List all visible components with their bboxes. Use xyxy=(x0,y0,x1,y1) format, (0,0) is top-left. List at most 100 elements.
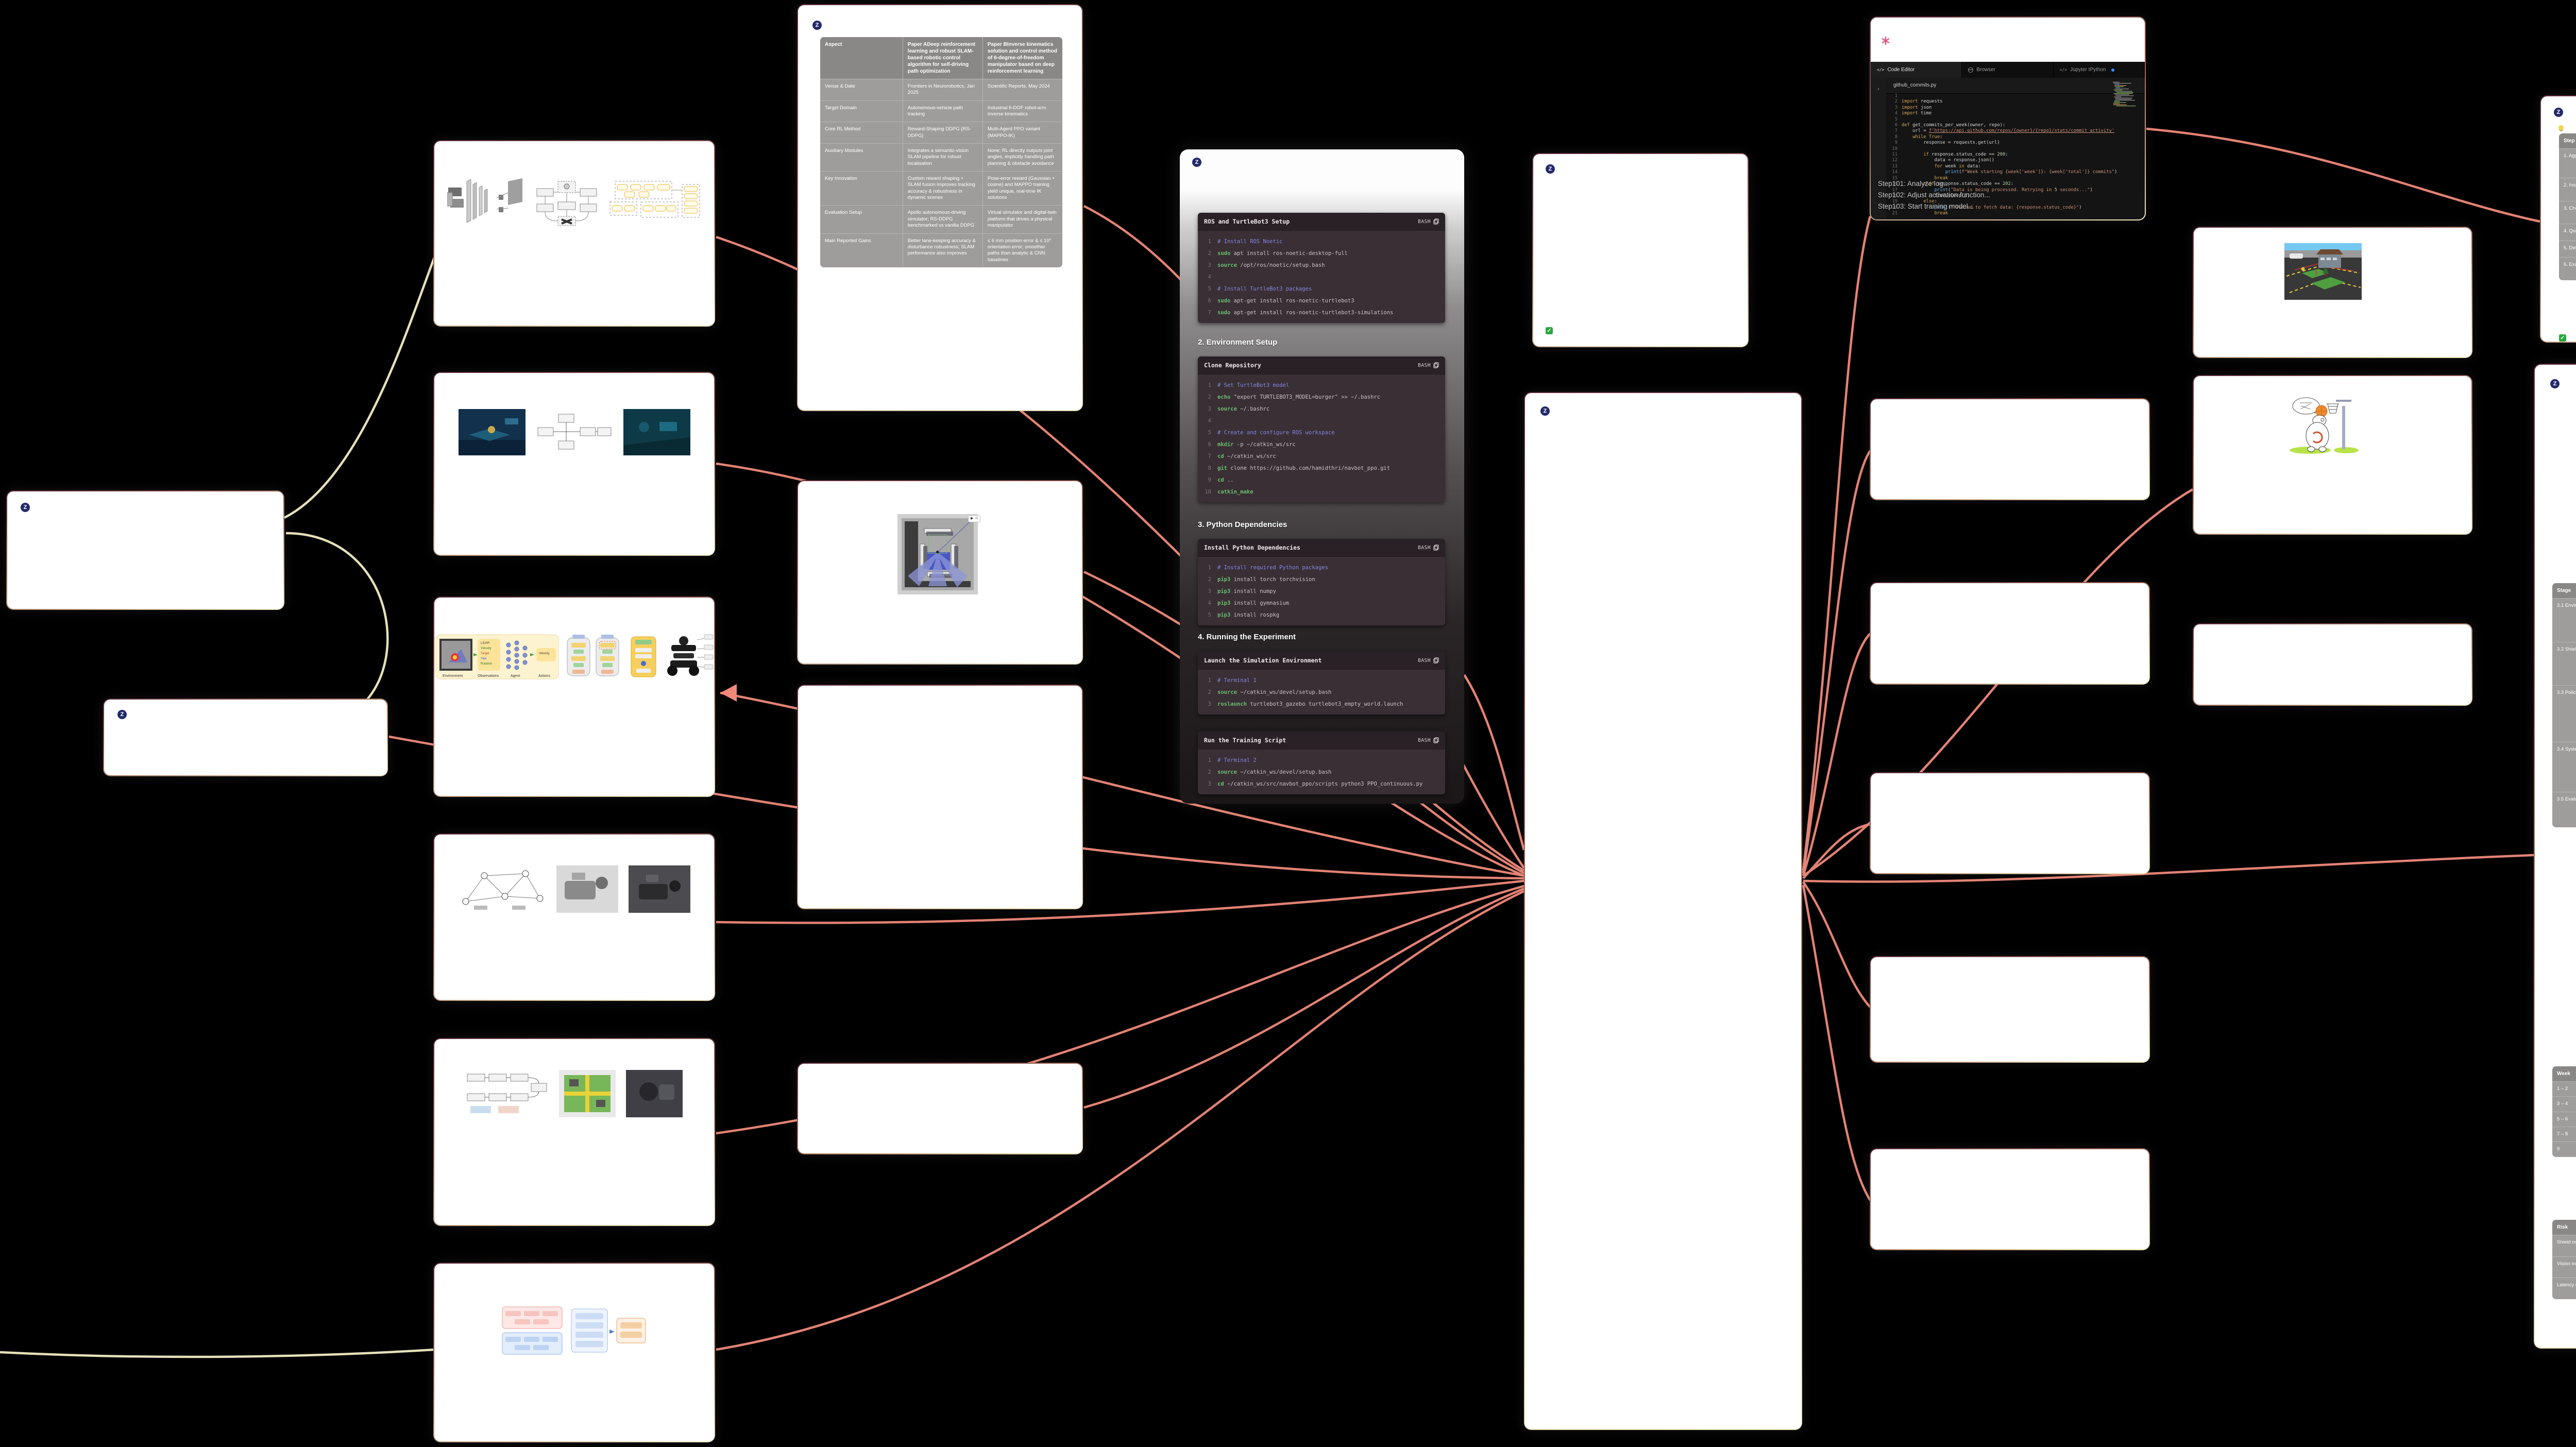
table-header-row: RiskMitigation xyxy=(2552,1220,2576,1235)
copy-icon[interactable] xyxy=(1433,544,1439,551)
figure-sim-map xyxy=(558,1070,616,1117)
figure-underwater-sim xyxy=(458,409,526,455)
figure-rl-loop-diagram xyxy=(536,181,597,226)
note-card-empty-4[interactable] xyxy=(797,1063,1083,1154)
note-card-empty-2[interactable]: Z xyxy=(103,699,388,776)
table-row: Latency on real robotOptimise TorchScrip… xyxy=(2552,1278,2576,1300)
robot-dunk-comic-card[interactable] xyxy=(2193,375,2472,535)
code-line: 7 url = f'https://api.github.com/repos/{… xyxy=(1894,128,2115,134)
table-row: Vision model overfitting to simulationUs… xyxy=(2552,1256,2576,1278)
copy-icon[interactable] xyxy=(1433,218,1439,225)
risk-mitigation-table: RiskMitigationShield overly conservative… xyxy=(2552,1220,2576,1300)
table-cell: Reward-Shaping DDPG (RS-DDPG) xyxy=(902,122,982,144)
code-line: 18 time.sleep(5) xyxy=(1892,193,1970,198)
table-row: 3.4 System IntegrationProvide a ROS 2 no… xyxy=(2552,741,2576,792)
z-badge-icon: Z xyxy=(1540,406,1550,416)
editor-sidebar[interactable]: › xyxy=(1871,78,1886,219)
code-block-lang[interactable]: BASH xyxy=(1418,362,1439,368)
tab-browser[interactable]: Browser xyxy=(1962,62,2054,78)
tab-code-editor[interactable]: </>Code Editor xyxy=(1871,62,1962,78)
paper-figures-card-2[interactable] xyxy=(433,372,715,556)
table-row: 3.2 Shield DesignSpecify safety constrai… xyxy=(2552,641,2576,686)
code-line: 13 for week in data: xyxy=(1892,163,1981,169)
code-line: 1 xyxy=(1894,93,1897,98)
figure-row xyxy=(434,865,714,913)
code-block-lang[interactable]: BASH xyxy=(1418,737,1439,743)
svg-text:LiDAR: LiDAR xyxy=(481,642,490,645)
check-icon: ✓ xyxy=(2559,334,2566,342)
table-cell: 5. Detect class imbalance xyxy=(2564,245,2576,251)
table-cell: Target Domain xyxy=(825,105,857,111)
status-card[interactable]: Z ✓ xyxy=(1532,153,1749,347)
duckietown-sim-card[interactable] xyxy=(2193,227,2472,358)
note-card-empty-3[interactable] xyxy=(797,685,1083,909)
editor-filename[interactable]: github_commits.py xyxy=(1886,78,2145,94)
table-cell: ≤ 6 mm position error & ≤ 10° orientatio… xyxy=(982,233,1062,267)
status-dot-icon xyxy=(2111,68,2114,72)
paper-figures-card-4[interactable] xyxy=(433,833,715,1001)
proposal-card[interactable]: Z StageActivities3.1 Environment & DataU… xyxy=(2534,364,2576,1349)
editor-minimap[interactable] xyxy=(2110,81,2141,108)
copy-icon[interactable] xyxy=(1433,657,1439,663)
table-cell: Integrates a semantic-vision SLAM pipeli… xyxy=(902,144,982,172)
doc-heading-environment-setup: 2. Environment Setup xyxy=(1198,338,1278,347)
svg-text:Velocity: Velocity xyxy=(539,652,550,655)
code-block-title: ROS and TurtleBot3 Setup xyxy=(1204,218,1290,225)
note-card-empty-10[interactable] xyxy=(2193,623,2472,706)
table-cell: 6. Examine pixel distribution xyxy=(2564,262,2576,268)
note-card-empty-9[interactable] xyxy=(1870,1148,2150,1250)
paper-figures-card-1[interactable] xyxy=(433,140,715,327)
table-cell: Virtual simulator and digital-twin platf… xyxy=(982,206,1062,233)
analysis-plan-card[interactable]: Z StepGoal1. Aggregate a log summaryPars… xyxy=(2540,95,2576,343)
paper-figures-card-6[interactable] xyxy=(433,1263,715,1442)
code-icon: </> xyxy=(2059,67,2067,72)
duckietown-sim-image xyxy=(2284,243,2362,300)
gazebo-arena-card[interactable]: ▶⧉ xyxy=(797,480,1083,665)
code-line: 5 xyxy=(1894,116,1897,122)
table-cell: Industrial 6-DOF robot-arm inverse kinem… xyxy=(982,100,1062,122)
z-badge-icon: Z xyxy=(2550,379,2560,388)
copy-icon[interactable] xyxy=(1433,362,1439,368)
code-block-lang[interactable]: BASH xyxy=(1418,218,1439,225)
copy-icon[interactable] xyxy=(1433,737,1439,743)
table-row: 2. Inspect action biasPlot a histogram o… xyxy=(2559,178,2576,201)
hub-note-card[interactable]: Z xyxy=(1524,392,1802,1430)
play-icon: ▶ xyxy=(971,517,974,520)
code-line: 1# Set TurtleBot3 model xyxy=(1208,382,1290,388)
tab-jupyter-ipython[interactable]: </>Jupyter IPython xyxy=(2054,62,2145,78)
paper-figures-card-5[interactable] xyxy=(433,1038,715,1226)
play-button[interactable]: ▶⧉ xyxy=(968,515,981,522)
note-card-empty-1[interactable]: Z xyxy=(6,490,284,610)
note-card-empty-6[interactable] xyxy=(1870,582,2150,685)
table-cell: Shield overly conservative → sluggish na… xyxy=(2557,1239,2576,1245)
note-card-empty-7[interactable] xyxy=(1870,772,2150,874)
z-badge-icon: Z xyxy=(812,21,822,30)
table-row: 1. Aggregate a log summaryParse 50 ROS b… xyxy=(2559,148,2576,178)
note-card-empty-8[interactable] xyxy=(1870,956,2150,1063)
figure-row xyxy=(434,409,714,455)
table-cell: Better lane-keeping accuracy & disturban… xyxy=(902,233,982,267)
note-card-empty-5[interactable] xyxy=(1870,398,2150,500)
code-block-lang[interactable]: BASH xyxy=(1418,657,1439,663)
figure-robot-photo-grey xyxy=(556,865,618,913)
table-cell: Frontiers in Neurorobotics, Jan 2025 xyxy=(902,79,982,100)
code-block-lang[interactable]: BASH xyxy=(1418,544,1439,551)
table-cell: Venue & Date xyxy=(825,83,855,89)
